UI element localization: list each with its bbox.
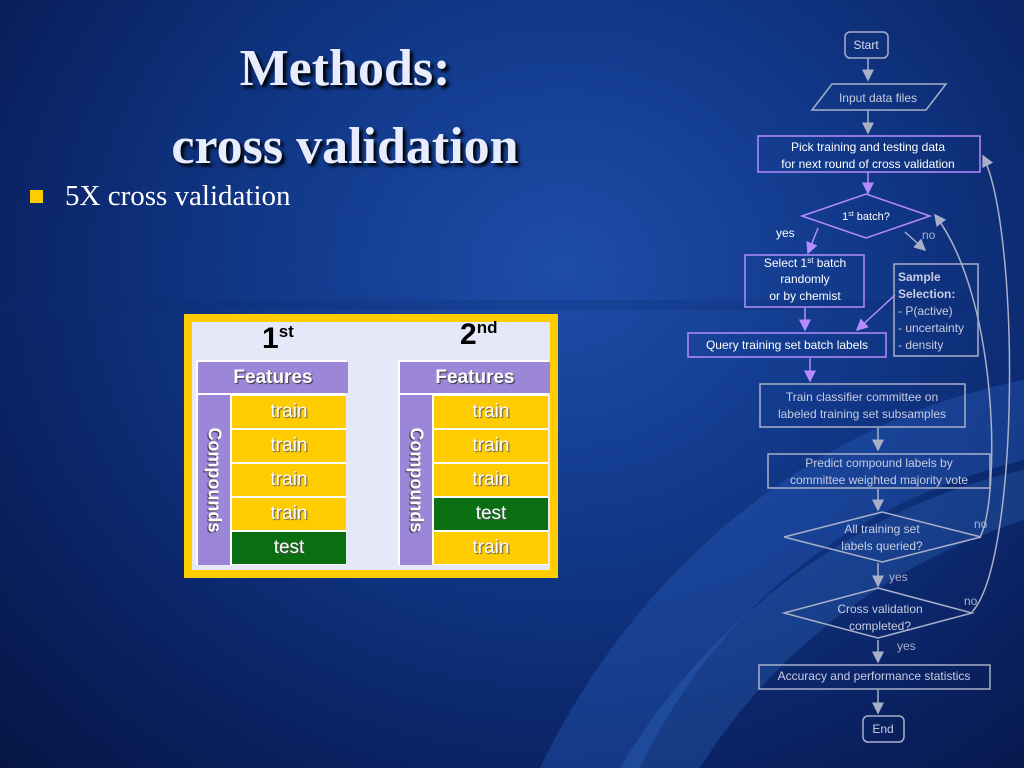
end-node: End [862, 715, 905, 743]
end-text: End [872, 722, 893, 736]
pick-text-1: Pick training and testing data [791, 140, 945, 154]
pick-text-2: for next round of cross validation [781, 157, 954, 171]
cv-completed-text-2: completed? [849, 619, 911, 633]
bullet-item: 5X cross validation [30, 180, 291, 213]
pick-node: Pick training and testing data for next … [757, 135, 981, 173]
round-2-number: 2 [460, 318, 477, 351]
no-label: no [964, 594, 978, 608]
sample-item-3: - density [898, 338, 943, 352]
cv-completed-text-1: Cross validation [837, 602, 922, 616]
bullet-square-icon [30, 190, 43, 203]
no-label: no [922, 228, 936, 242]
features-header: Features [198, 362, 348, 393]
accuracy-node: Accuracy and performance statistics [758, 664, 991, 690]
yes-label: yes [776, 226, 795, 240]
features-header: Features [400, 362, 550, 393]
slide-title: Methods: cross validation [95, 30, 595, 186]
start-text: Start [853, 38, 879, 52]
sample-title-2: Selection: [898, 287, 955, 301]
round-1-suffix: st [278, 322, 294, 341]
predict-node: Predict compound labels by committee wei… [767, 453, 991, 489]
fold-cell: train [434, 396, 548, 428]
select-text-3: or by chemist [769, 289, 841, 303]
no-label: no [974, 517, 988, 531]
cv-table-panel: 1st 2nd Features Compounds train train t… [192, 318, 550, 570]
train-text-1: Train classifier committee on [786, 390, 938, 404]
select-text-2: randomly [780, 272, 829, 286]
fold-cell: train [232, 464, 346, 496]
fold-cell: train [232, 396, 346, 428]
input-text: Input data files [839, 91, 917, 105]
accuracy-text: Accuracy and performance statistics [778, 669, 971, 683]
sample-item-2: - uncertainty [898, 321, 964, 335]
cv-completed-decision: Cross validation completed? [781, 587, 975, 639]
cv-table-figure: 1st 2nd Features Compounds train train t… [184, 314, 558, 578]
fold-cell: train [434, 430, 548, 462]
select-node: Select 1st batch randomly or by chemist [744, 254, 865, 308]
predict-text-2: committee weighted majority vote [790, 473, 968, 487]
first-batch-text: 1st batch? [842, 211, 890, 223]
train-text-2: labeled training set subsamples [778, 407, 946, 421]
yes-label: yes [897, 639, 916, 653]
query-text: Query training set batch labels [706, 338, 868, 352]
all-queried-text-2: labels queried? [841, 539, 923, 553]
all-queried-decision: All training set labels queried? [783, 511, 982, 563]
bullet-text: 5X cross validation [65, 180, 291, 212]
flow-connectors [799, 58, 1011, 715]
round-2-label: 2nd [460, 318, 497, 352]
sample-title-1: Sample [898, 270, 941, 284]
fold-cell-test: test [232, 532, 346, 564]
title-line-2: cross validation [171, 118, 519, 175]
yes-label: yes [889, 570, 908, 584]
round-1-number: 1 [262, 322, 279, 355]
fold-cell: train [232, 430, 346, 462]
round-1-label: 1st [262, 322, 294, 356]
train-node: Train classifier committee on labeled tr… [759, 383, 966, 428]
compounds-label: Compounds [400, 395, 432, 565]
fold-cell: train [434, 532, 548, 564]
round-2-suffix: nd [476, 318, 498, 337]
start-node: Start [844, 31, 889, 59]
input-node: Input data files [810, 83, 948, 111]
compounds-label: Compounds [198, 395, 230, 565]
fold-cell-test: test [434, 498, 548, 530]
sample-item-1: - P(active) [898, 304, 953, 318]
sample-selection-node: Sample Selection: - P(active) - uncertai… [893, 263, 979, 357]
predict-text-1: Predict compound labels by [805, 456, 952, 470]
round-2-table: Features Compounds train train train tes… [398, 360, 550, 565]
first-batch-decision: 1st batch? [799, 193, 933, 239]
fold-cell: train [434, 464, 548, 496]
query-node: Query training set batch labels [687, 332, 887, 358]
all-queried-text-1: All training set [844, 522, 920, 536]
title-line-1: Methods: [239, 40, 451, 97]
select-text-1: Select 1st batch [764, 256, 846, 270]
round-1-table: Features Compounds train train train tra… [196, 360, 348, 565]
fold-cell: train [232, 498, 346, 530]
